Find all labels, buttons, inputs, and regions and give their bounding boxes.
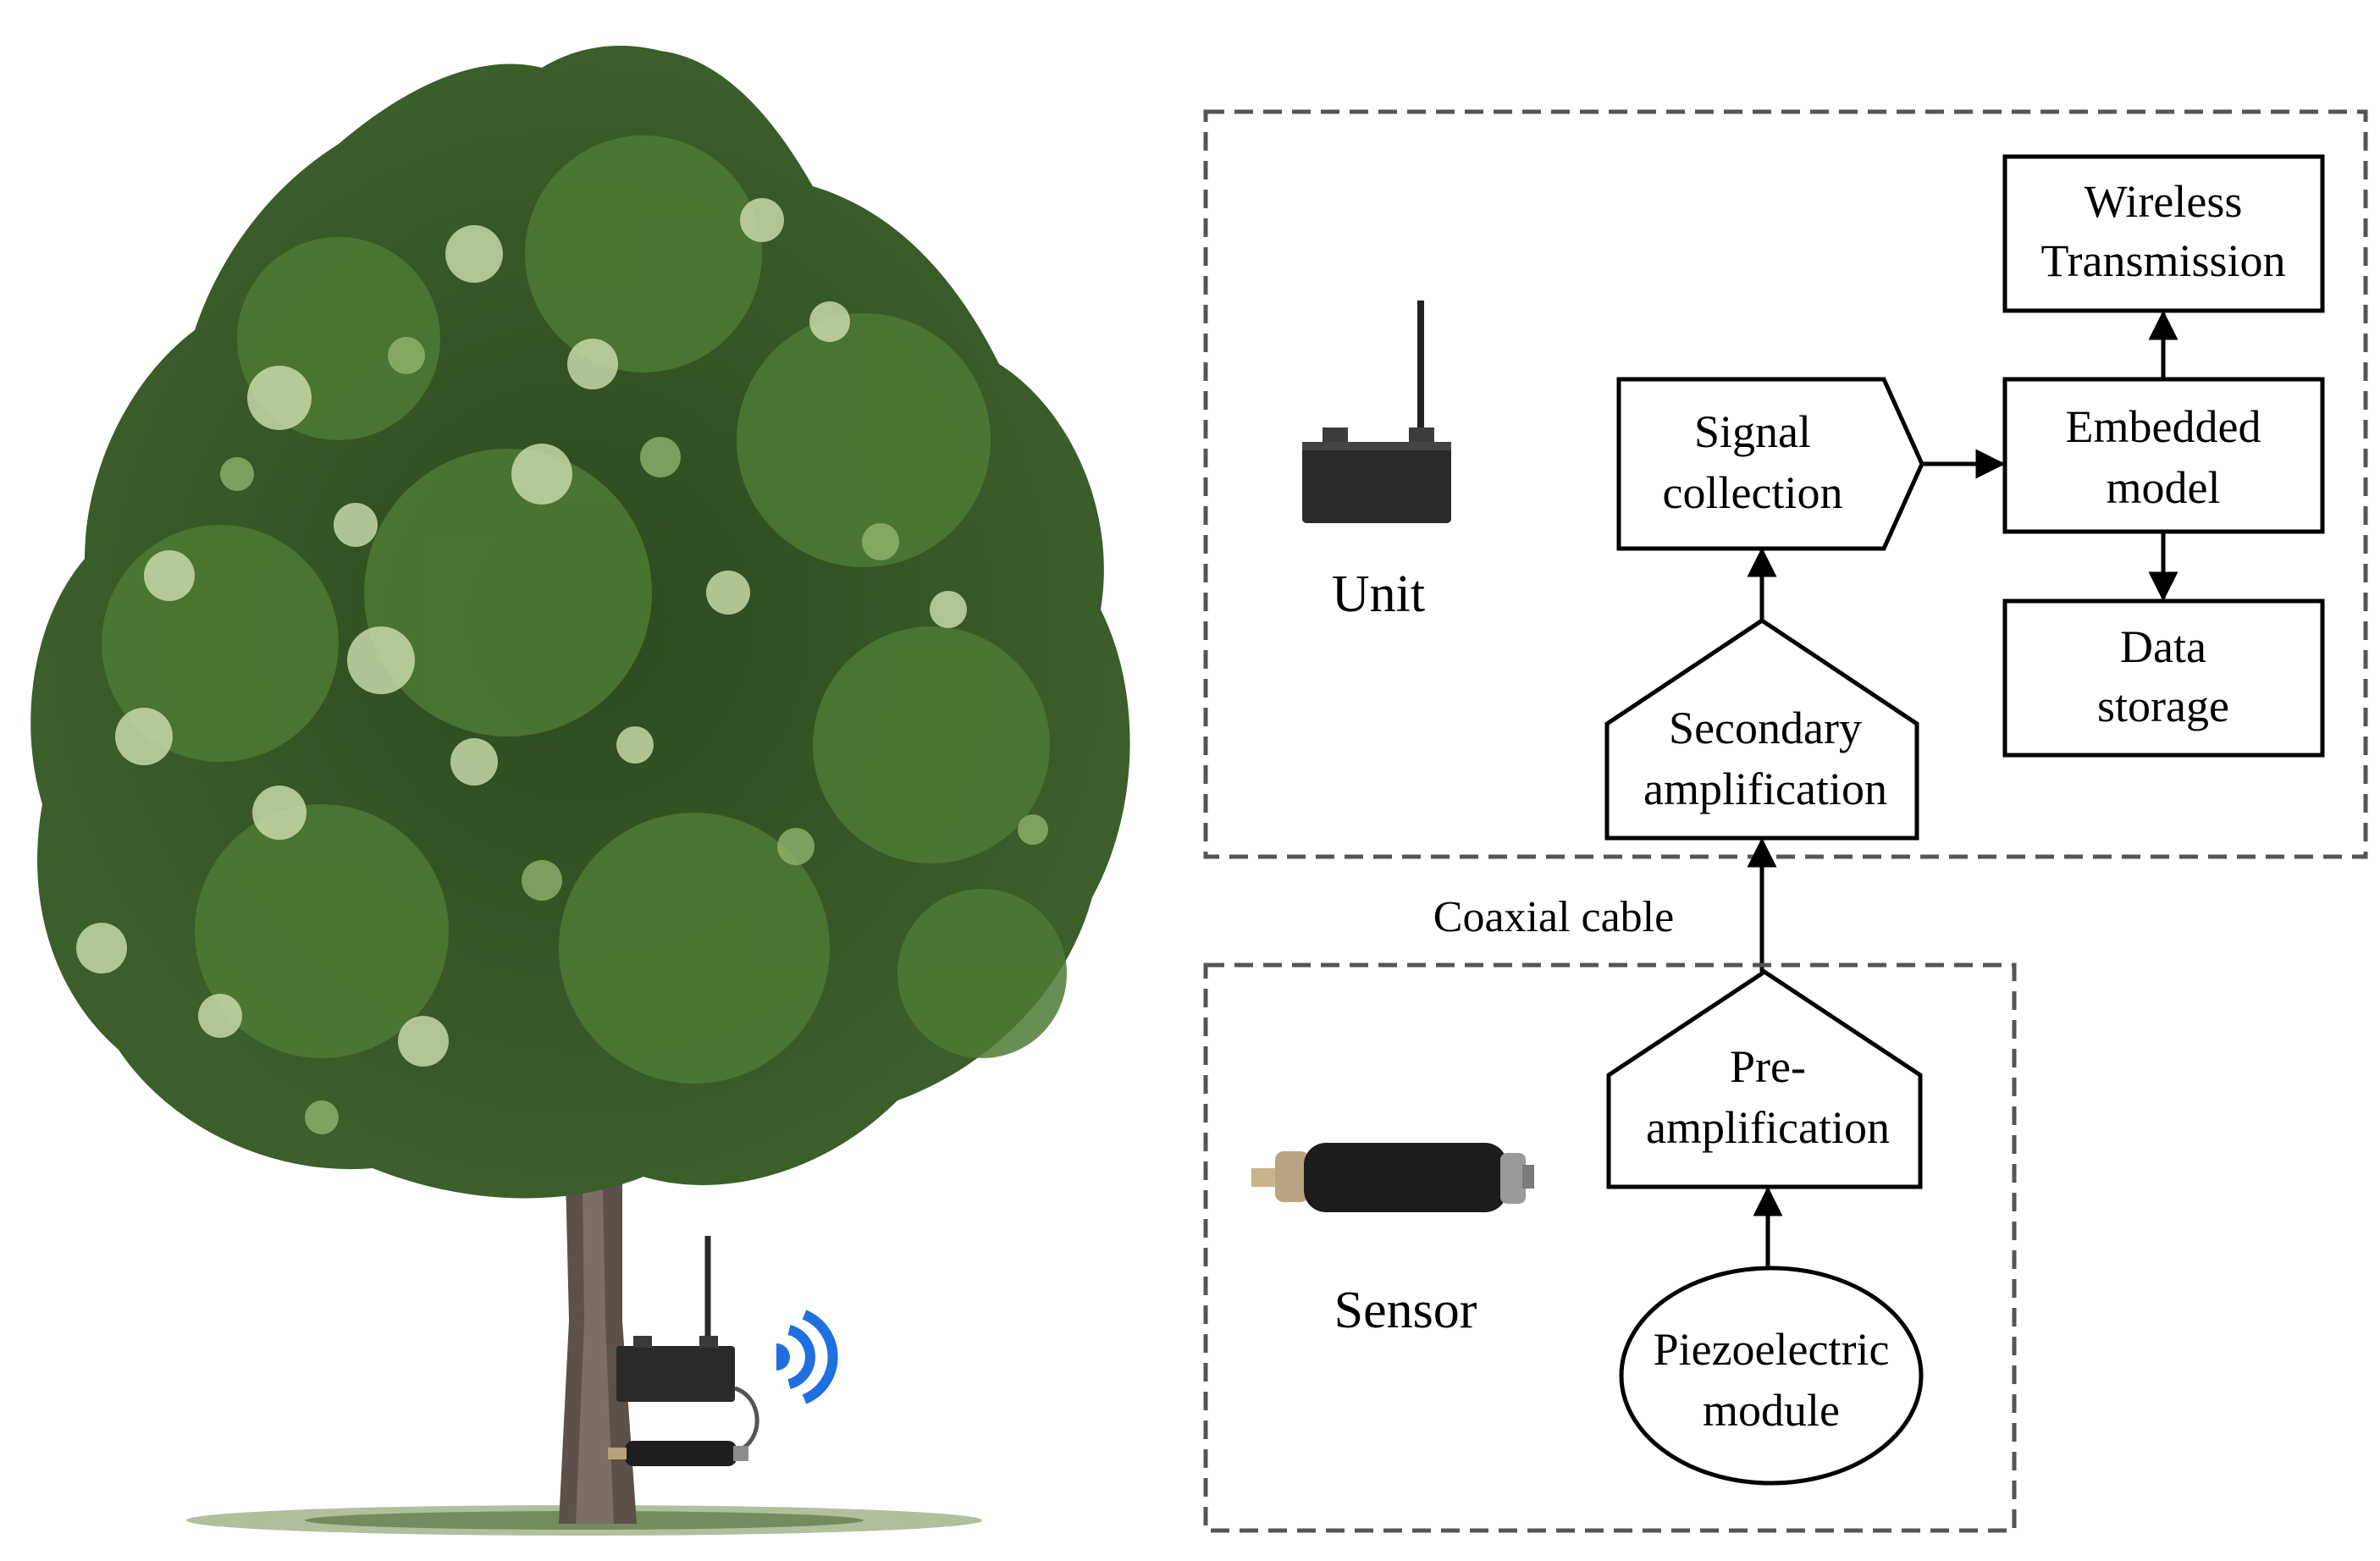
- wireless-transmission-line1: Wireless: [2085, 176, 2243, 227]
- unit-label: Unit: [1332, 565, 1425, 623]
- sensor-group-boundary: [1203, 963, 2017, 1533]
- unit-device-icon: [1302, 301, 1451, 523]
- embedded-model-line2: model: [2107, 462, 2221, 513]
- unit-device-on-tree: [608, 1236, 759, 1466]
- piezoelectric-module-line1: Piezoelectric: [1654, 1324, 1890, 1375]
- tree-illustration: [30, 46, 1130, 1536]
- embedded-model-line1: Embedded: [2066, 401, 2261, 452]
- data-storage-line1: Data: [2120, 621, 2206, 672]
- piezoelectric-module-line2: module: [1703, 1385, 1840, 1436]
- sensor-label: Sensor: [1334, 1282, 1477, 1339]
- piezoelectric-module-block: Piezoelectric module: [1619, 1266, 1924, 1486]
- pre-amplification-line2: amplification: [1646, 1102, 1890, 1153]
- data-storage-line2: storage: [2097, 681, 2229, 731]
- secondary-amplification-line1: Secondary: [1669, 703, 1862, 753]
- pre-amplification-line1: Pre-: [1730, 1041, 1806, 1092]
- secondary-amplification-line2: amplification: [1643, 764, 1887, 814]
- unit-group-boundary: [1203, 109, 2368, 859]
- signal-collection-line1: Signal: [1694, 406, 1811, 457]
- wireless-transmission-line2: Transmission: [2040, 235, 2285, 286]
- secondary-amplification-block: Secondary amplification: [1604, 617, 1919, 841]
- signal-collection-block: Signal collection: [1616, 377, 1924, 551]
- pre-amplification-block: Pre- amplification: [1606, 969, 1923, 1189]
- sensor-device-icon: [1251, 1143, 1534, 1212]
- data-storage-block: Data storage: [2002, 598, 2325, 758]
- signal-collection-line2: collection: [1663, 467, 1843, 518]
- wireless-transmission-block: Wireless Transmission: [2002, 154, 2325, 313]
- embedded-model-block: Embedded model: [2002, 377, 2325, 534]
- coaxial-cable-label: Coaxial cable: [1433, 893, 1674, 941]
- wifi-signal-icon: [776, 1310, 838, 1404]
